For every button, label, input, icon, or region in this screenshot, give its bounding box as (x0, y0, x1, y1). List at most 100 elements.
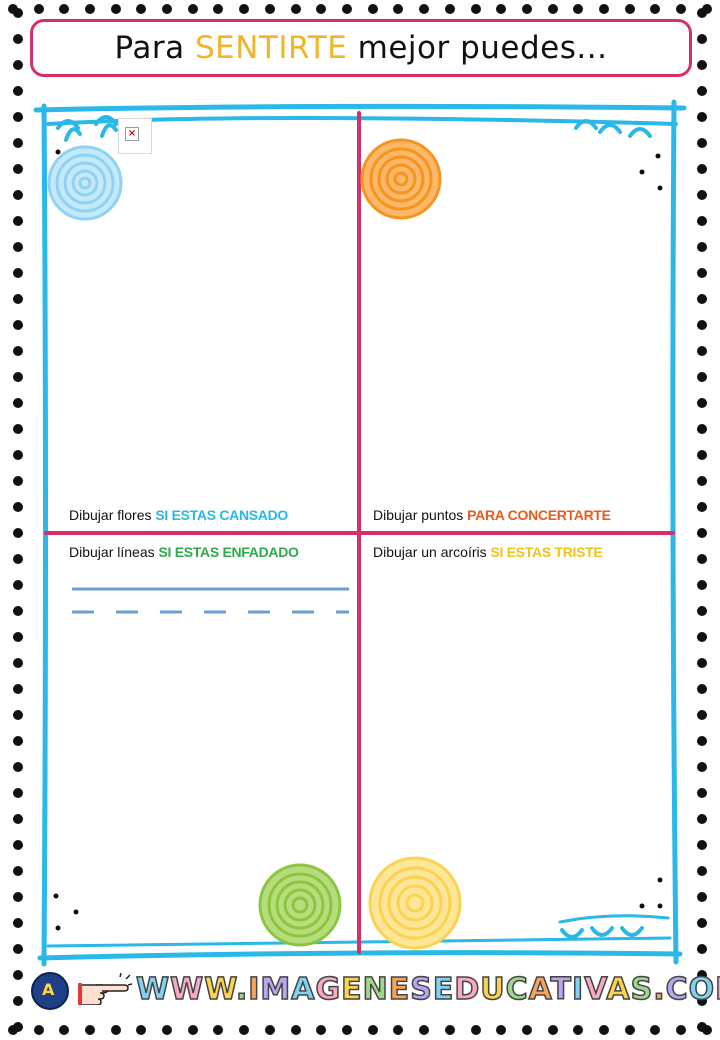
border-dot (110, 1025, 121, 1035)
border-dot (650, 4, 661, 14)
url-letter: M (260, 971, 292, 1008)
border-dot (84, 4, 95, 14)
border-dot (13, 554, 23, 564)
border-dot (697, 658, 707, 668)
scribble-yellow (368, 856, 462, 950)
border-dot (290, 4, 301, 14)
decorative-dots (53, 149, 663, 931)
border-dot (13, 372, 23, 382)
border-dot (547, 1025, 558, 1035)
caption-puntos-highlight: PARA CONCERTARTE (467, 507, 611, 523)
border-dot (697, 86, 707, 96)
url-letter: I (571, 971, 585, 1008)
border-dot (697, 632, 707, 642)
border-dot (13, 190, 23, 200)
border-dot (187, 1025, 198, 1035)
border-dot (13, 346, 23, 356)
border-dot (239, 1025, 250, 1035)
border-dot (33, 1025, 44, 1035)
footer: A WWW.IMAGENESEDUCATIVAS.COM (0, 968, 720, 1014)
url-letter: T (550, 971, 573, 1008)
border-dot (316, 4, 327, 14)
border-dot (697, 294, 707, 304)
border-dot (573, 1025, 584, 1035)
border-dot (13, 398, 23, 408)
url-letter: W (135, 971, 171, 1008)
border-dot (697, 164, 707, 174)
border-dot (697, 528, 707, 538)
url-letter: E (340, 971, 363, 1008)
scribble-green (258, 863, 342, 947)
url-letter: A (606, 971, 631, 1008)
border-dot (697, 866, 707, 876)
border-dot (13, 814, 23, 824)
url-letter: W (169, 971, 205, 1008)
border-dot (624, 1025, 635, 1035)
caption-puntos-prefix: Dibujar puntos (373, 507, 468, 523)
border-dot (496, 1025, 507, 1035)
url-letter: D (454, 971, 481, 1008)
dotted-border-right (697, 0, 707, 1040)
border-dot (676, 4, 687, 14)
border-dot (13, 8, 23, 18)
logo-icon: A (31, 972, 69, 1010)
border-dot (13, 684, 23, 694)
url-letter: . (235, 971, 249, 1008)
border-dot (13, 866, 23, 876)
border-dot (573, 4, 584, 14)
page-title: Para SENTIRTE mejor puedes... (115, 30, 608, 66)
border-dot (290, 1025, 301, 1035)
border-dot (697, 242, 707, 252)
url-letter: I (247, 971, 261, 1008)
border-dot (697, 138, 707, 148)
border-dot (33, 4, 44, 14)
border-dot (13, 294, 23, 304)
border-dot (419, 1025, 430, 1035)
border-dot (136, 4, 147, 14)
border-dot (13, 112, 23, 122)
border-dot (599, 1025, 610, 1035)
border-dot (13, 658, 23, 668)
dotted-border-left (13, 0, 23, 1040)
border-dot (697, 372, 707, 382)
border-dot (701, 1025, 712, 1035)
border-dot (13, 424, 23, 434)
border-dot (697, 1022, 707, 1032)
border-dot (13, 944, 23, 954)
border-dot (7, 4, 18, 14)
border-dot (676, 1025, 687, 1035)
border-dot (697, 34, 707, 44)
border-dot (697, 424, 707, 434)
logo-text: A (42, 980, 55, 999)
footer-url[interactable]: WWW.IMAGENESEDUCATIVAS.COM (135, 971, 720, 1008)
caption-puntos: Dibujar puntos PARA CONCERTARTE (373, 507, 611, 523)
border-dot (470, 4, 481, 14)
border-dot (697, 346, 707, 356)
border-dot (239, 4, 250, 14)
border-dot (13, 918, 23, 928)
border-dot (13, 580, 23, 590)
border-dot (697, 580, 707, 590)
border-dot (13, 450, 23, 460)
border-dot (697, 996, 707, 1006)
caption-arcoiris: Dibujar un arcoíris SI ESTAS TRISTE (373, 544, 603, 560)
caption-arcoiris-highlight: SI ESTAS TRISTE (490, 544, 603, 560)
border-dot (697, 970, 707, 980)
border-dot (697, 736, 707, 746)
caption-flores: Dibujar flores SI ESTAS CANSADO (69, 507, 288, 523)
border-dot (110, 4, 121, 14)
border-dot (264, 1025, 275, 1035)
scribble-orange (360, 138, 442, 220)
border-dot (367, 1025, 378, 1035)
border-dot (697, 684, 707, 694)
border-dot (521, 4, 532, 14)
border-dot (59, 4, 70, 14)
border-dot (13, 632, 23, 642)
caption-lineas: Dibujar líneas SI ESTAS ENFADADO (69, 544, 299, 560)
border-dot (162, 4, 173, 14)
border-dot (84, 1025, 95, 1035)
border-dot (341, 4, 352, 14)
title-banner: Para SENTIRTE mejor puedes... (30, 19, 692, 77)
border-dot (13, 710, 23, 720)
caption-flores-prefix: Dibujar flores (69, 507, 156, 523)
